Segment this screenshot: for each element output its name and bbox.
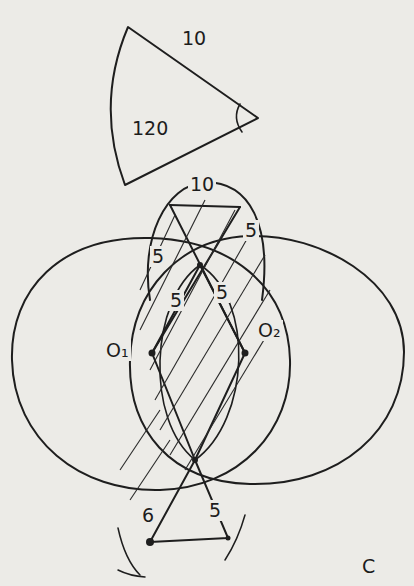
angle-label: 120 <box>130 118 170 139</box>
arc-mark <box>225 515 245 560</box>
left-circle <box>12 238 290 490</box>
hatch-line <box>155 225 255 400</box>
rhombus <box>152 265 245 460</box>
dimension-label: 10 <box>188 174 216 195</box>
dimension-label: 6 <box>140 505 156 526</box>
point-label: O₁ <box>104 340 131 361</box>
point-dot <box>146 538 154 546</box>
radius-label: 10 <box>180 28 208 49</box>
hatch-line <box>130 440 170 500</box>
angle-arc <box>236 104 242 132</box>
cross-line <box>170 205 245 353</box>
hatch-line <box>150 210 235 370</box>
center-dot <box>242 350 249 357</box>
dome-arc <box>148 182 265 300</box>
bottom-triangle <box>150 460 228 542</box>
center-dot <box>149 350 156 357</box>
dimension-label: 5 <box>214 282 230 303</box>
hatching <box>120 200 270 500</box>
hatch-line <box>185 330 270 470</box>
arc-mark <box>118 528 140 575</box>
hatch-line <box>160 255 265 430</box>
point-dot <box>226 536 231 541</box>
dimension-label: 5 <box>207 500 223 521</box>
dimension-label: 5 <box>168 290 184 311</box>
hatch-line <box>140 215 175 290</box>
letter-label: C <box>360 556 377 577</box>
hatch-line <box>140 200 205 330</box>
sector-figure <box>111 27 258 185</box>
dimension-label: 5 <box>150 246 166 267</box>
point-label: O₂ <box>256 320 283 341</box>
right-circle <box>130 236 404 484</box>
arc-mark <box>118 570 145 577</box>
top-segment <box>170 205 240 207</box>
lens <box>160 265 239 460</box>
dimension-label: 5 <box>243 220 259 241</box>
intersection-dot <box>197 262 203 268</box>
hatch-line <box>120 410 160 470</box>
hatch-line <box>170 290 270 455</box>
